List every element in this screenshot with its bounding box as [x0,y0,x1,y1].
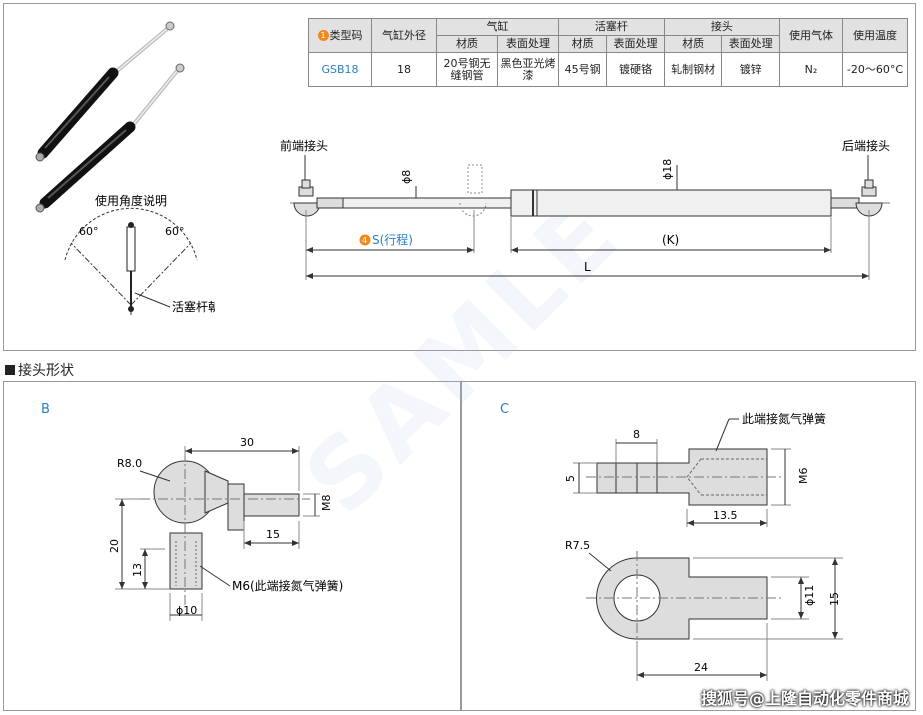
cell-cyl-surface: 黑色亚光烤漆 [497,52,559,87]
c-m6: M6 [797,468,810,485]
c-radius: R7.5 [565,539,590,552]
square-bullet-icon [5,365,15,375]
stroke-label: S(行程) [372,232,413,247]
cell-piston-surface: 镀硬铬 [606,52,665,87]
cell-joint-material: 轧制钢材 [663,52,723,87]
c-dim-15: 15 [828,592,841,606]
b-dim-13: 13 [131,563,144,577]
gas-spring-drawing: 前端接头 后端接头 ϕ8 ϕ18 4 S(行程) [280,138,890,280]
rear-joint [830,179,883,217]
joint-b-drawing: R8.0 30 15 M8 20 13 ϕ10 M6(此端接氮气弹簧) [108,436,343,621]
k-label: (K) [662,233,679,247]
cell-piston-material: 45号钢 [557,52,608,87]
sub-surface: 表面处理 [721,35,780,53]
sub-surface: 表面处理 [606,35,665,53]
cell-gas: N₂ [779,52,843,87]
dim-rod-dia: ϕ8 [400,170,413,184]
b-note: M6(此端接氮气弹簧) [232,578,343,593]
sub-surface: 表面处理 [497,35,559,53]
right-angle: 60° [165,225,185,238]
gas-spring-image-1 [35,21,175,162]
joint-c-drawing: 此端接氮气弹簧 8 5 M6 13.5 R7.5 ϕ11 15 24 [564,411,843,681]
c-dim-8: 8 [633,428,640,441]
b-m8: M8 [320,495,333,512]
section-title: 接头形状 [5,360,74,380]
b-dim-15: 15 [266,528,280,541]
dim-cyl-dia: ϕ18 [661,159,674,180]
badge-1: 1 [317,30,329,41]
sub-material: 材质 [557,35,608,53]
c-note: 此端接氮气弹簧 [742,411,826,426]
left-angle: 60° [79,225,99,238]
cell-od: 18 [371,52,437,87]
cell-temp: -20～60°C [842,52,908,87]
col-temp: 使用温度 [842,18,908,53]
gas-spring-image-2 [35,63,185,213]
credit-watermark: 搜狐号@上隆自动化零件商城 [700,689,909,708]
c-dim-5: 5 [564,475,577,482]
b-dia-10: ϕ10 [176,604,197,617]
c-label: C [500,402,510,417]
sub-material: 材质 [436,35,498,53]
col-gas: 使用气体 [779,18,843,53]
top-panel [3,3,916,351]
rear-joint-label: 后端接头 [842,138,890,153]
angle-title: 使用角度说明 [95,193,167,208]
c-dim-24: 24 [694,661,708,674]
angle-note: 活塞杆朝下 [172,299,215,314]
cylinder-body [510,189,832,217]
l-label: L [584,260,591,274]
b-radius: R8.0 [117,457,142,470]
stroke-badge: 4 [362,236,367,245]
c-dim-13-5: 13.5 [713,509,738,522]
bottom-right-panel [461,381,916,711]
b-label: B [41,402,50,417]
cell-cyl-material: 20号钢无缝钢管 [436,52,498,87]
b-dim-30: 30 [240,436,254,449]
col-cylinder: 气缸 [436,18,559,36]
front-joint-label: 前端接头 [280,138,328,153]
product-illustration: 使用角度说明 60° 60° 活塞杆朝下 [35,21,215,315]
b-dim-20: 20 [108,539,121,553]
bottom-left-panel [3,381,461,711]
col-piston: 活塞杆 [558,18,665,36]
c-dia-11: ϕ11 [803,585,816,606]
front-joint [293,179,344,217]
